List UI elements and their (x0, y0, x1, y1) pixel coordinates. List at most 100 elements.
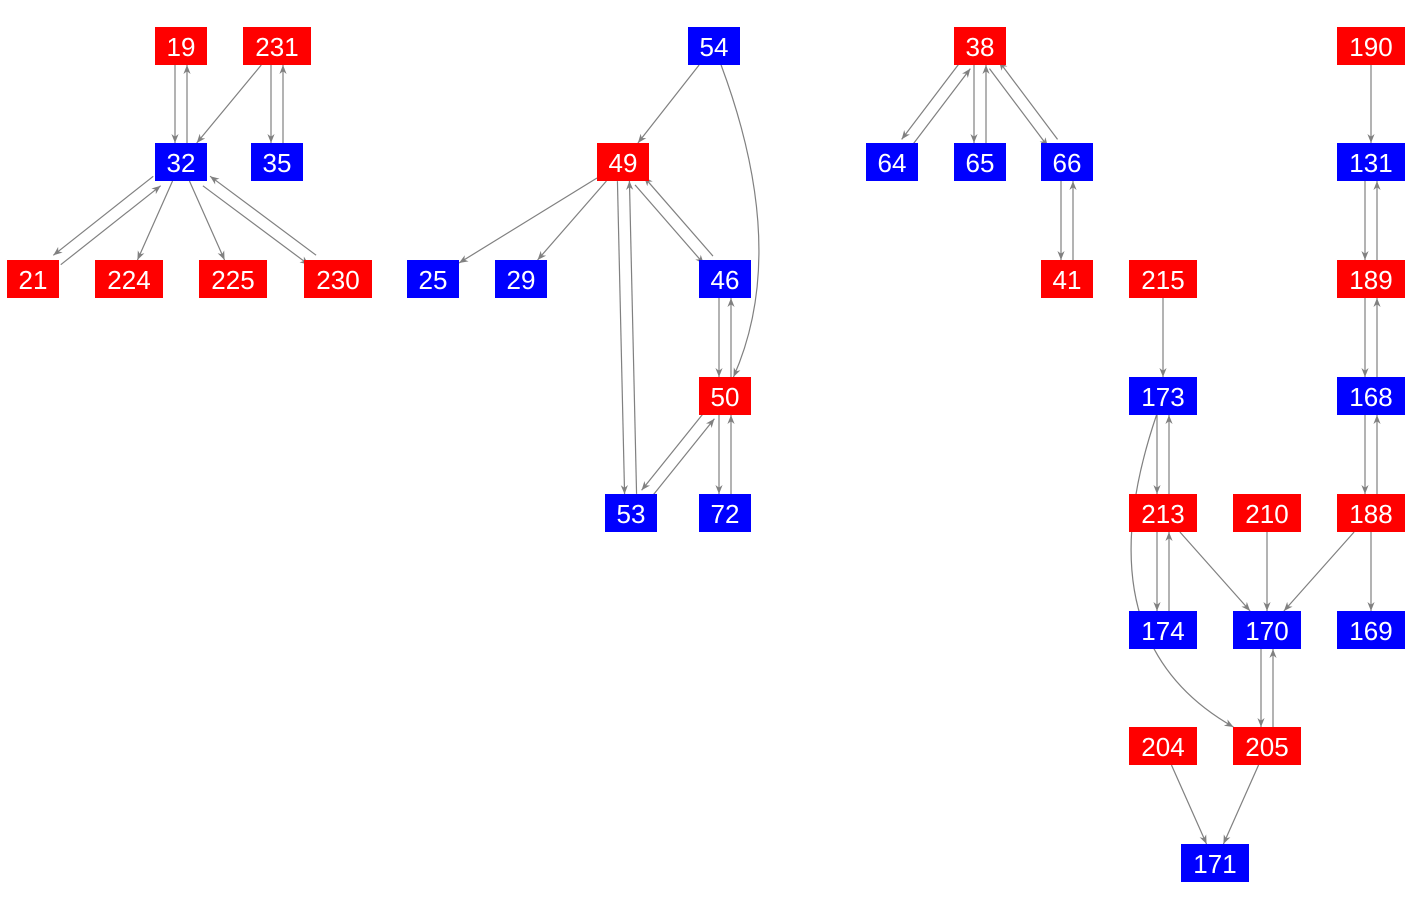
node-box (605, 494, 657, 532)
node-38[interactable]: 38 (954, 27, 1006, 65)
node-25[interactable]: 25 (407, 260, 459, 298)
node-box (1337, 260, 1405, 298)
edge-32-to-224 (136, 180, 174, 261)
node-box (954, 27, 1006, 65)
node-box (199, 260, 267, 298)
node-box (1041, 143, 1093, 181)
node-225[interactable]: 225 (199, 260, 267, 298)
edge-38-to-66 (988, 68, 1049, 147)
node-46[interactable]: 46 (699, 260, 751, 298)
node-box (597, 143, 649, 181)
node-label: 50 (711, 382, 740, 412)
node-box (1129, 494, 1197, 532)
node-65[interactable]: 65 (954, 143, 1006, 181)
node-54[interactable]: 54 (688, 27, 740, 65)
node-label: 64 (878, 148, 907, 178)
node-215[interactable]: 215 (1129, 260, 1197, 298)
edge-21-to-32 (60, 185, 162, 266)
node-label: 231 (255, 32, 298, 62)
edge-49-to-25 (458, 177, 598, 264)
node-label: 21 (19, 265, 48, 295)
node-41[interactable]: 41 (1041, 260, 1093, 298)
node-231[interactable]: 231 (243, 27, 311, 65)
node-21[interactable]: 21 (7, 260, 59, 298)
node-box (251, 143, 303, 181)
edge-54-to-50 (720, 64, 760, 378)
node-210[interactable]: 210 (1233, 494, 1301, 532)
edge-49-to-46 (634, 184, 705, 265)
node-29[interactable]: 29 (495, 260, 547, 298)
node-label: 173 (1141, 382, 1184, 412)
node-box (304, 260, 372, 298)
edge-66-to-38 (998, 61, 1059, 140)
node-box (699, 260, 751, 298)
node-box (1129, 611, 1197, 649)
node-label: 205 (1245, 732, 1288, 762)
node-205[interactable]: 205 (1233, 727, 1301, 765)
edge-53-to-50 (650, 418, 715, 499)
node-169[interactable]: 169 (1337, 611, 1405, 649)
node-66[interactable]: 66 (1041, 143, 1093, 181)
edge-230-to-32 (209, 175, 317, 256)
edge-188-to-170 (1283, 531, 1355, 612)
edge-54-to-49 (637, 64, 700, 144)
node-label: 49 (609, 148, 638, 178)
node-label: 54 (700, 32, 729, 62)
node-box (1129, 727, 1197, 765)
node-box (699, 494, 751, 532)
node-box (243, 27, 311, 65)
node-224[interactable]: 224 (95, 260, 163, 298)
node-131[interactable]: 131 (1337, 143, 1405, 181)
node-box (1233, 494, 1301, 532)
node-label: 41 (1053, 265, 1082, 295)
node-170[interactable]: 170 (1233, 611, 1301, 649)
node-49[interactable]: 49 (597, 143, 649, 181)
node-box (1181, 844, 1249, 882)
edge-204-to-171 (1170, 764, 1208, 845)
node-box (954, 143, 1006, 181)
node-label: 66 (1053, 148, 1082, 178)
node-box (495, 260, 547, 298)
edge-49-to-29 (537, 180, 607, 261)
node-53[interactable]: 53 (605, 494, 657, 532)
node-box (1129, 377, 1197, 415)
node-35[interactable]: 35 (251, 143, 303, 181)
node-19[interactable]: 19 (155, 27, 207, 65)
node-label: 19 (167, 32, 196, 62)
node-box (866, 143, 918, 181)
node-190[interactable]: 190 (1337, 27, 1405, 65)
edge-50-to-53 (641, 410, 706, 491)
node-box (699, 377, 751, 415)
node-168[interactable]: 168 (1337, 377, 1405, 415)
edge-46-to-49 (643, 176, 714, 257)
node-72[interactable]: 72 (699, 494, 751, 532)
node-213[interactable]: 213 (1129, 494, 1197, 532)
node-label: 32 (167, 148, 196, 178)
node-230[interactable]: 230 (304, 260, 372, 298)
node-label: 168 (1349, 382, 1392, 412)
node-32[interactable]: 32 (155, 143, 207, 181)
node-label: 53 (617, 499, 646, 529)
node-204[interactable]: 204 (1129, 727, 1197, 765)
node-label: 174 (1141, 616, 1184, 646)
node-box (1337, 377, 1405, 415)
node-174[interactable]: 174 (1129, 611, 1197, 649)
node-label: 171 (1193, 849, 1236, 879)
edge-53-to-49 (626, 180, 638, 494)
edge-64-to-38 (910, 68, 971, 147)
node-188[interactable]: 188 (1337, 494, 1405, 532)
node-64[interactable]: 64 (866, 143, 918, 181)
node-box (1337, 494, 1405, 532)
node-171[interactable]: 171 (1181, 844, 1249, 882)
node-box (7, 260, 59, 298)
edge-32-to-21 (52, 175, 154, 256)
node-label: 190 (1349, 32, 1392, 62)
edge-38-to-64 (901, 61, 962, 140)
node-50[interactable]: 50 (699, 377, 751, 415)
node-label: 215 (1141, 265, 1184, 295)
node-box (95, 260, 163, 298)
node-label: 25 (419, 265, 448, 295)
node-189[interactable]: 189 (1337, 260, 1405, 298)
node-173[interactable]: 173 (1129, 377, 1197, 415)
